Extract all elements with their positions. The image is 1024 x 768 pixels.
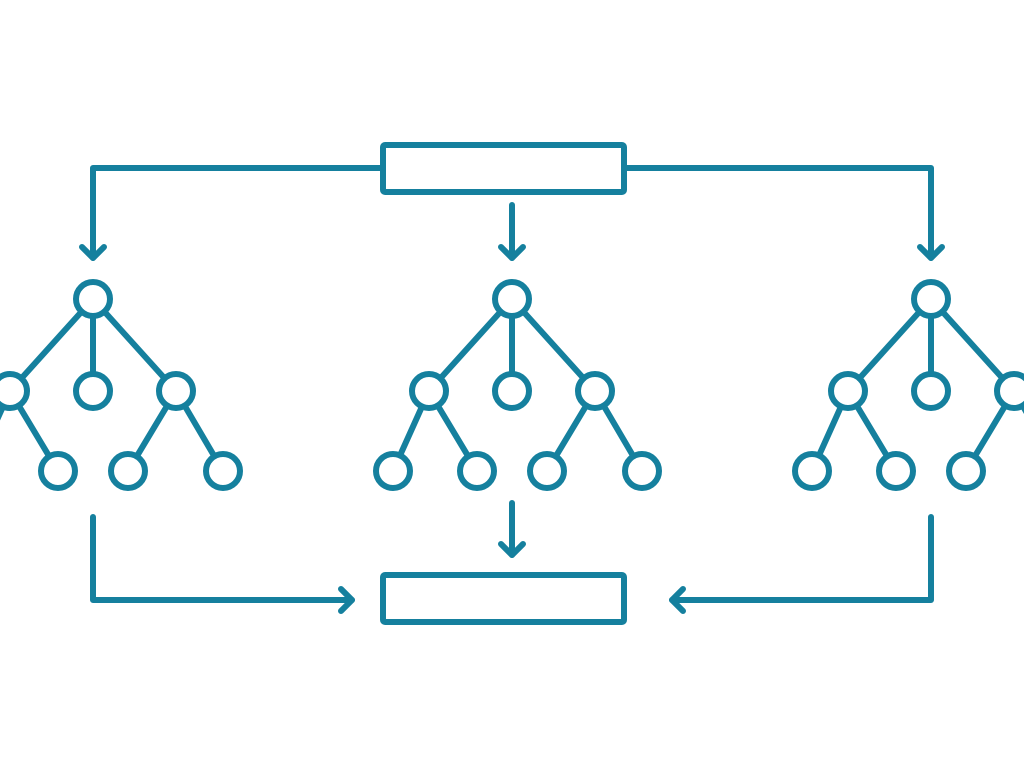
tree-node bbox=[73, 371, 113, 411]
tree-node bbox=[622, 451, 662, 491]
center-branch-arrowhead bbox=[498, 244, 526, 261]
tree-node bbox=[0, 371, 30, 411]
tree-node bbox=[527, 451, 567, 491]
left-branch-arrowhead bbox=[79, 244, 107, 261]
tree-edge bbox=[18, 308, 85, 382]
left-branch-connector bbox=[90, 165, 386, 261]
input-box bbox=[380, 142, 627, 195]
tree-node bbox=[373, 451, 413, 491]
output-box bbox=[380, 572, 627, 625]
tree-edge bbox=[939, 308, 1006, 382]
tree-edge bbox=[971, 402, 1009, 460]
tree-root-node bbox=[492, 279, 532, 319]
tree-node bbox=[828, 371, 868, 411]
tree-edge bbox=[853, 402, 891, 460]
right-branch-connector bbox=[621, 165, 934, 261]
center-tree bbox=[373, 279, 662, 491]
right-tree bbox=[792, 279, 1024, 491]
right-merge-connector bbox=[669, 514, 934, 603]
tree-node bbox=[994, 371, 1024, 411]
tree-edge bbox=[815, 403, 845, 459]
decision-trees bbox=[0, 279, 1024, 491]
tree-edge bbox=[520, 308, 587, 382]
tree-node bbox=[946, 451, 986, 491]
left-tree bbox=[0, 279, 243, 491]
center-merge-arrowhead bbox=[498, 541, 526, 558]
tree-node bbox=[203, 451, 243, 491]
tree-node bbox=[156, 371, 196, 411]
tree-node bbox=[492, 371, 532, 411]
left-merge-connector bbox=[90, 514, 355, 603]
tree-node bbox=[792, 451, 832, 491]
tree-edge bbox=[600, 402, 637, 460]
tree-node bbox=[38, 451, 78, 491]
tree-node bbox=[457, 451, 497, 491]
tree-edge bbox=[552, 402, 590, 460]
output-connectors bbox=[90, 500, 934, 614]
tree-node bbox=[409, 371, 449, 411]
tree-root-node bbox=[73, 279, 113, 319]
tree-edge bbox=[133, 402, 171, 460]
tree-edge bbox=[437, 308, 504, 382]
tree-node bbox=[108, 451, 148, 491]
tree-root-node bbox=[911, 279, 951, 319]
tree-edge bbox=[0, 403, 7, 421]
right-branch-arrowhead bbox=[917, 244, 945, 261]
tree-node bbox=[575, 371, 615, 411]
tree-edge bbox=[15, 402, 53, 460]
tree-edge bbox=[396, 403, 426, 459]
left-merge-arrowhead bbox=[338, 586, 355, 614]
right-merge-arrowhead bbox=[669, 586, 686, 614]
tree-node bbox=[911, 371, 951, 411]
input-connectors bbox=[79, 165, 945, 261]
tree-edge bbox=[856, 308, 923, 382]
tree-edge bbox=[434, 402, 472, 460]
tree-node bbox=[876, 451, 916, 491]
tree-edge bbox=[101, 308, 168, 382]
tree-edge bbox=[181, 402, 218, 460]
